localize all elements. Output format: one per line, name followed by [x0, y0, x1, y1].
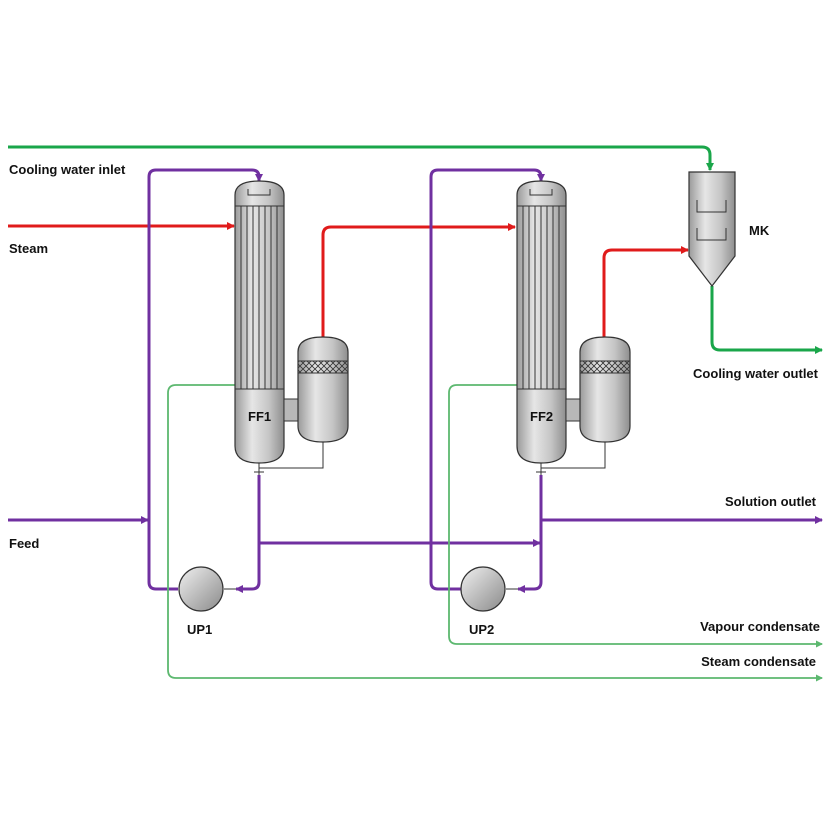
falling-film-evaporator-ff2 — [516, 180, 583, 475]
cooling-water-inlet-line — [8, 145, 714, 171]
label-vapour-condensate: Vapour condensate — [700, 619, 820, 634]
separator-ff1 — [259, 336, 349, 469]
label-up1: UP1 — [187, 622, 212, 637]
label-steam-condensate: Steam condensate — [701, 654, 816, 669]
label-solution-outlet: Solution outlet — [725, 494, 817, 509]
label-up2: UP2 — [469, 622, 494, 637]
separator-ff2 — [541, 336, 631, 469]
label-steam: Steam — [9, 241, 48, 256]
ff1-bottom-to-up1-line — [235, 475, 261, 593]
pump-up2-icon — [460, 566, 518, 612]
steam-condensate-line — [167, 384, 823, 682]
vapour-condensate-line — [448, 384, 823, 648]
label-feed: Feed — [9, 536, 39, 551]
vapour-ff1-to-ff2-line — [321, 223, 516, 337]
vapour-ff2-to-mk-line — [602, 246, 689, 337]
recirculation-loop-1 — [147, 168, 263, 591]
mixing-condenser-mk — [688, 171, 736, 287]
label-cooling-water-outlet: Cooling water outlet — [693, 366, 819, 381]
falling-film-evaporator-ff1 — [234, 180, 301, 475]
ff2-bottom-to-up2-line — [517, 475, 543, 593]
label-ff1: FF1 — [248, 409, 271, 424]
recirculation-loop-2 — [429, 168, 545, 591]
cooling-water-outlet-line — [710, 286, 823, 354]
pump-up1-icon — [178, 566, 236, 612]
label-ff2: FF2 — [530, 409, 553, 424]
label-cooling-water-inlet: Cooling water inlet — [9, 162, 126, 177]
label-mk: MK — [749, 223, 770, 238]
